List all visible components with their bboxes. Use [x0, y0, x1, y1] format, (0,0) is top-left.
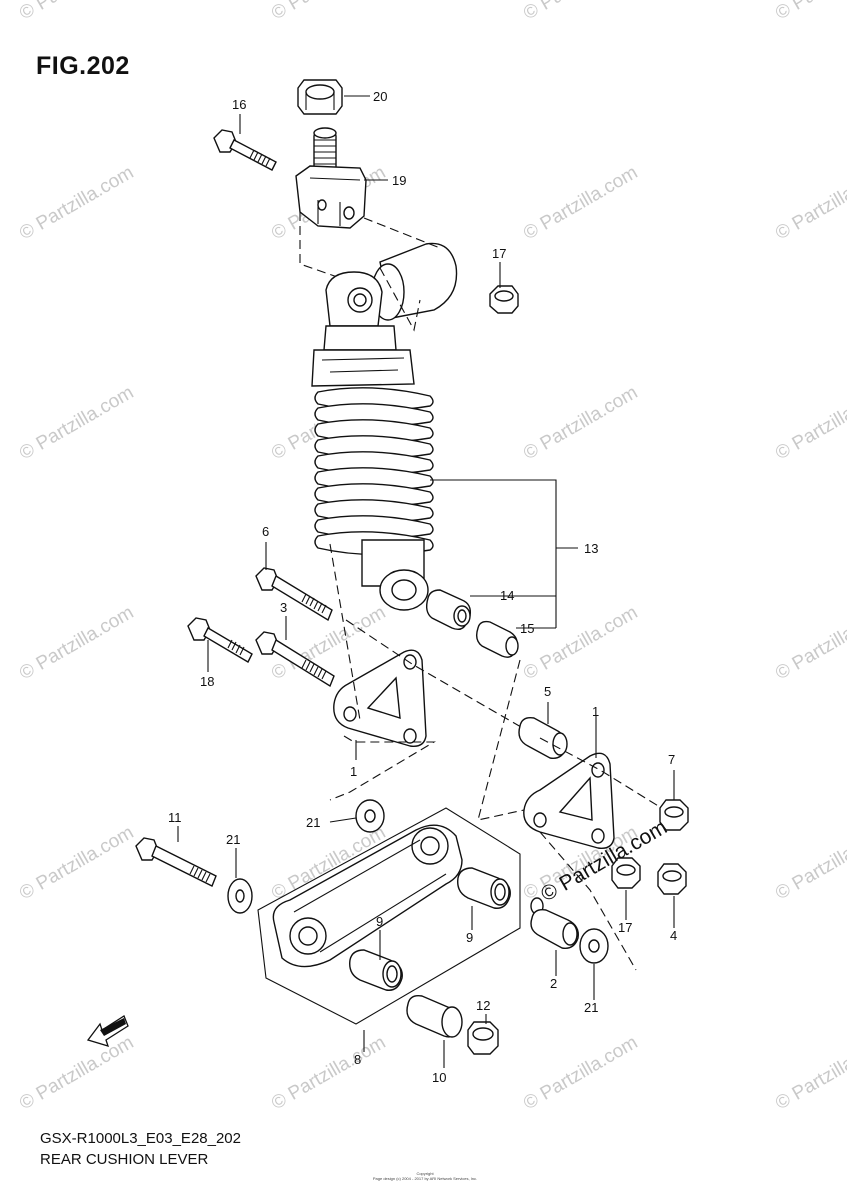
watermark-text: © Partzilla.com	[520, 162, 641, 244]
part-2-collar	[530, 897, 579, 949]
part-21-washer-left	[227, 878, 253, 914]
watermark-text: © Partzilla.com	[772, 162, 847, 244]
watermark-text: © Partzilla.com	[268, 1032, 389, 1114]
callout-9-upper: 9	[466, 930, 473, 945]
part-8-cushion-lever	[257, 807, 521, 1025]
watermark-layer: © Partzilla.com © Partzilla.com © Partzill…	[16, 0, 847, 1114]
copyright-line-2: Page design (c) 2004 - 2017 by ARI Netwo…	[372, 1176, 478, 1181]
watermark-text: © Partzilla.com	[16, 602, 137, 684]
callout-15: 15	[520, 621, 534, 636]
part-17-nut-lower	[611, 857, 641, 889]
part-15-collar	[475, 620, 519, 658]
figure-title: FIG.202	[36, 52, 130, 80]
part-20-nut	[297, 79, 343, 115]
watermark-text: © Partzilla.com	[520, 1032, 641, 1114]
callout-13: 13	[584, 541, 598, 556]
part-12-nut	[467, 1021, 499, 1055]
callout-11: 11	[168, 810, 182, 825]
callout-4: 4	[670, 928, 677, 943]
watermark-text: © Partzilla.com	[772, 1032, 847, 1114]
callout-10: 10	[432, 1070, 446, 1085]
watermark-text: © Partzilla.com	[520, 0, 641, 24]
part-13-rear-shock-absorber	[311, 271, 434, 611]
part-1-plate-right	[477, 659, 669, 971]
part-9-bushing-upper	[457, 867, 511, 909]
part-9-bushing-lower	[349, 949, 403, 991]
fwd-arrow-icon	[86, 1015, 129, 1047]
callout-18: 18	[200, 674, 214, 689]
part-6-bolt	[255, 567, 333, 622]
watermark-text: © Partzilla.com	[520, 382, 641, 464]
callout-16: 16	[232, 97, 246, 112]
callout-numbers: 20 16 19 17 13 14 15 6 3 18 5 1 1 7 21 1…	[168, 89, 677, 1085]
callout-14: 14	[500, 588, 514, 603]
part-3-bolt	[255, 631, 335, 688]
part-16-bolt	[213, 129, 277, 171]
callout-1-right: 1	[592, 704, 599, 719]
leader-lines	[177, 95, 675, 1068]
callout-3: 3	[280, 600, 287, 615]
part-14-bushing	[425, 589, 472, 631]
callout-9-lower: 9	[376, 914, 383, 929]
callout-2: 2	[550, 976, 557, 991]
part-21-washer-upper	[355, 799, 385, 833]
watermark-text: © Partzilla.com	[16, 382, 137, 464]
callout-12: 12	[476, 998, 490, 1013]
watermark-text: © Partzilla.com	[772, 822, 847, 904]
part-7-nut	[659, 799, 689, 831]
part-10-pin	[406, 994, 463, 1038]
watermark-text: © Partzilla.com	[16, 1032, 137, 1114]
callout-8: 8	[354, 1052, 361, 1067]
callout-21-upper: 21	[306, 815, 320, 830]
watermark-text: © Partzilla.com	[16, 162, 137, 244]
watermark-text: © Partzilla.com	[16, 0, 137, 24]
part-17-nut-upper	[489, 285, 519, 314]
watermark-text: © Partzilla.com	[520, 602, 641, 684]
callout-21-right: 21	[584, 1000, 598, 1015]
part-19-upper-mount	[295, 127, 367, 229]
callout-7: 7	[668, 752, 675, 767]
callout-19: 19	[392, 173, 406, 188]
watermark-text: © Partzilla.com	[772, 382, 847, 464]
section-name: REAR CUSHION LEVER	[40, 1151, 209, 1168]
part-11-bolt	[135, 837, 217, 887]
copyright-notice: Copyright Page design (c) 2004 - 2017 by…	[360, 1171, 490, 1181]
callout-20: 20	[373, 89, 387, 104]
part-18-bolt	[187, 617, 253, 663]
callout-5: 5	[544, 684, 551, 699]
watermark-text: © Partzilla.com	[268, 0, 389, 24]
callout-21-left: 21	[226, 832, 240, 847]
copyright-line-1: Copyright	[416, 1171, 434, 1176]
callout-1-left: 1	[350, 764, 357, 779]
model-code: GSX-R1000L3_E03_E28_202	[40, 1130, 241, 1147]
callout-17-lower: 17	[618, 920, 632, 935]
part-5-collar	[518, 716, 568, 759]
part-21-washer-right	[579, 928, 609, 964]
part-1-plate-left	[329, 543, 541, 801]
watermark-text: © Partzilla.com	[16, 822, 137, 904]
callout-6: 6	[262, 524, 269, 539]
part-4-nut	[657, 863, 687, 895]
watermark-text: © Partzilla.com	[772, 602, 847, 684]
callout-17-upper: 17	[492, 246, 506, 261]
watermark-text: © Partzilla.com	[772, 0, 847, 24]
